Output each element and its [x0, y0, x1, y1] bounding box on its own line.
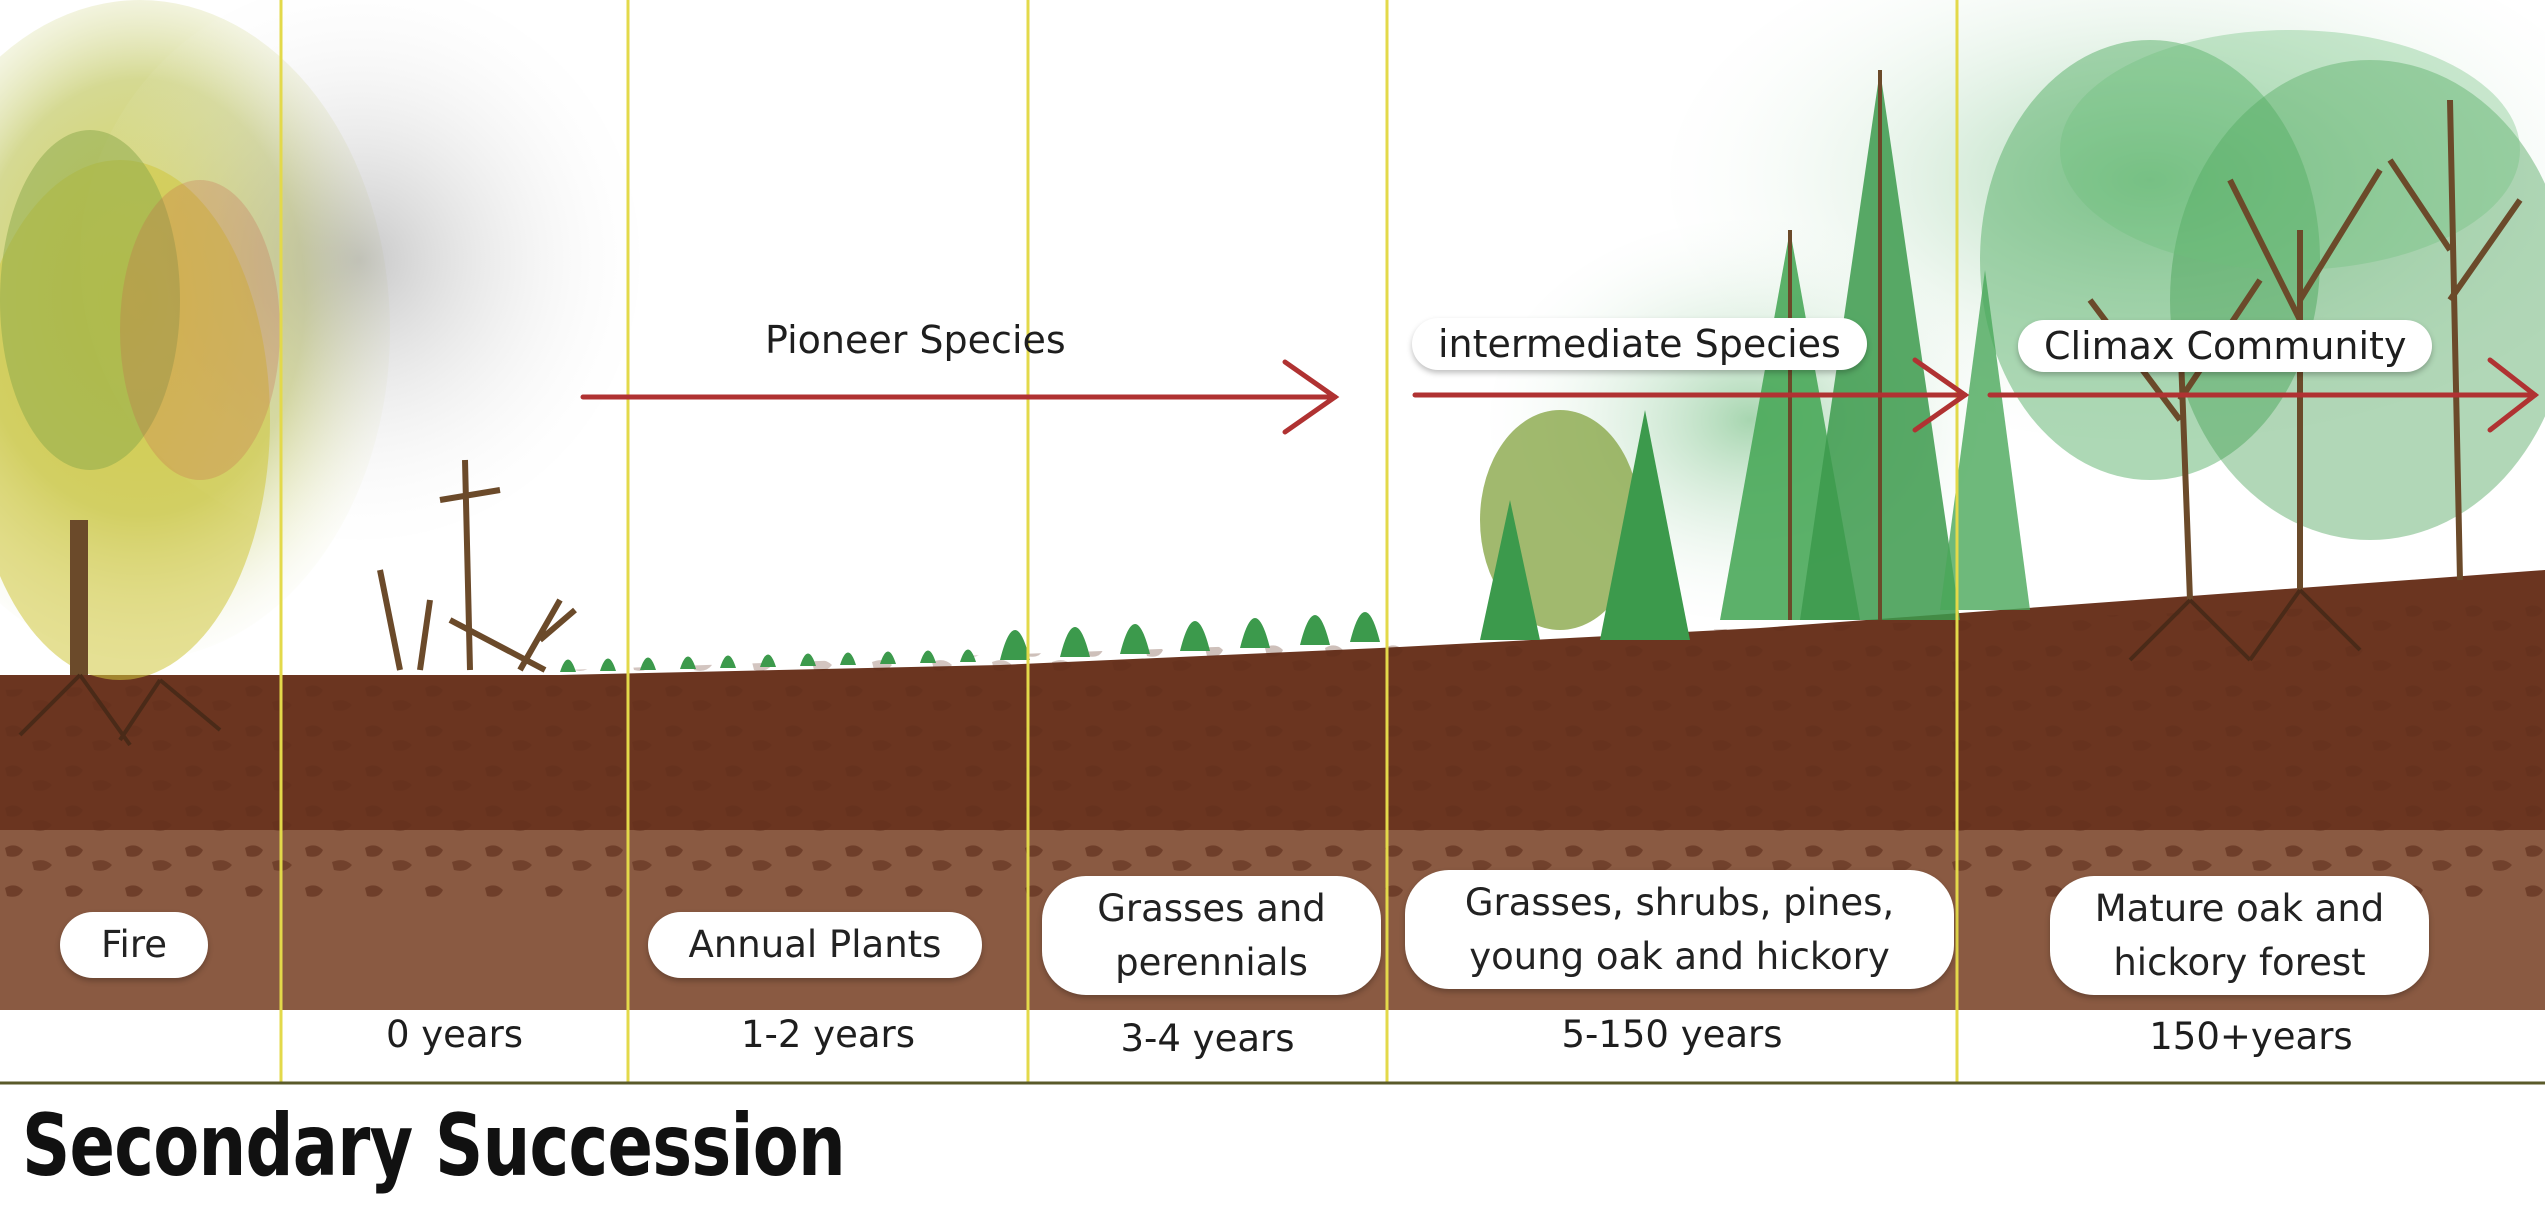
burnt-stumps: [377, 459, 577, 673]
year-label-150-plus: 150+years: [2149, 1015, 2353, 1058]
stage-label-mature-forest: Mature oak and hickory forest: [2050, 876, 2429, 996]
stage-label-annual-plants: Annual Plants: [648, 912, 982, 978]
pine-trees: [1480, 70, 2030, 640]
phase-arrows: [580, 357, 2540, 435]
intermediate-species-label: intermediate Species: [1412, 318, 1867, 370]
stage-label-grasses-perennials: Grasses and perennials: [1042, 876, 1381, 996]
climax-community-label: Climax Community: [2018, 320, 2433, 372]
annual-plants: [560, 649, 976, 672]
year-label-1-2: 1-2 years: [740, 1013, 915, 1056]
stage-dividers: [279, 0, 1959, 1083]
stage-label-fire: Fire: [60, 912, 208, 978]
burning-forest: [0, 130, 280, 747]
diagram-title: Secondary Succession: [22, 1096, 846, 1196]
year-label-0: 0 years: [385, 1013, 524, 1056]
pioneer-species-label: Pioneer Species: [765, 318, 1066, 362]
year-label-5-150: 5-150 years: [1561, 1013, 1783, 1056]
stage-label-grasses-shrubs: Grasses, shrubs, pines, young oak and hi…: [1405, 870, 1954, 990]
grass-clumps: [1000, 612, 1380, 660]
year-label-3-4: 3-4 years: [1120, 1017, 1295, 1060]
